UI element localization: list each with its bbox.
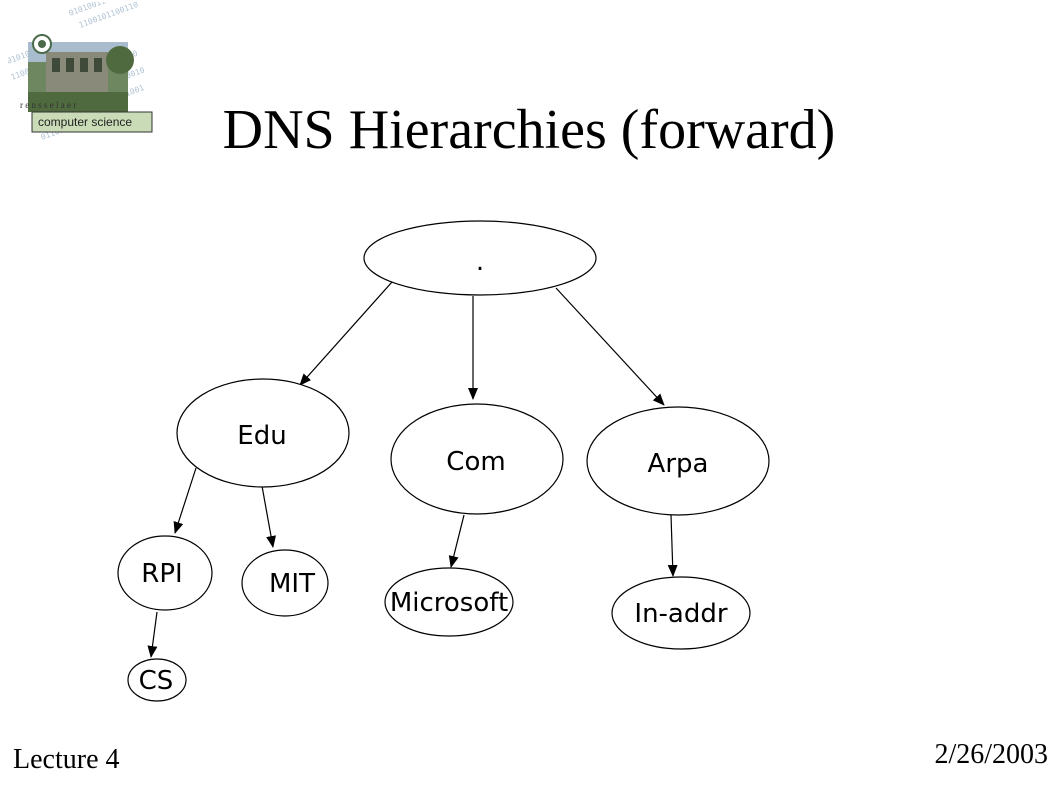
- node-mit-ellipse: [241, 549, 329, 617]
- node-edu-ellipse: [176, 378, 350, 488]
- node-mit-label: MIT: [269, 569, 315, 599]
- edge-edu-rpi: [173, 467, 197, 534]
- node-inaddr-ellipse: [611, 576, 751, 650]
- edge-root-arpa: [555, 287, 665, 406]
- slide-title: DNS Hierarchies (forward): [222, 99, 836, 161]
- edge-com-microsoft: [448, 514, 465, 568]
- node-root: .: [363, 220, 597, 296]
- node-rpi: RPI: [117, 535, 213, 611]
- logo-text-top: r e n s s e l a e r: [20, 100, 76, 110]
- node-cs: CS: [127, 658, 187, 702]
- edge-edu-mit: [261, 485, 276, 548]
- node-cs-label: CS: [139, 666, 174, 696]
- node-edu-label: Edu: [237, 421, 286, 451]
- node-inaddr: In-addr: [611, 576, 751, 650]
- node-arpa-ellipse: [586, 406, 770, 516]
- node-arpa: Arpa: [586, 406, 770, 516]
- node-microsoft-ellipse: [384, 567, 514, 637]
- node-arpa-label: Arpa: [648, 449, 709, 479]
- edge-arpa-inaddr: [667, 514, 678, 577]
- footer-date: 2/26/2003: [934, 739, 1048, 770]
- node-com-label: Com: [446, 447, 505, 477]
- node-inaddr-label: In-addr: [634, 599, 727, 629]
- edge-rpi-cs: [147, 611, 158, 658]
- node-microsoft: Microsoft: [384, 567, 514, 637]
- node-edu: Edu: [176, 378, 350, 488]
- footer-lecture: Lecture 4: [13, 744, 120, 775]
- logo-text-bottom: computer science: [38, 115, 132, 129]
- node-com-ellipse: [390, 403, 564, 515]
- node-root-label: .: [476, 247, 484, 277]
- node-rpi-label: RPI: [141, 559, 182, 589]
- node-rpi-ellipse: [117, 535, 213, 611]
- edge-root-edu: [299, 281, 393, 386]
- node-root-ellipse: [363, 220, 597, 296]
- node-mit: MIT: [241, 549, 329, 617]
- node-microsoft-label: Microsoft: [390, 588, 508, 618]
- node-cs-ellipse: [127, 658, 187, 702]
- node-com: Com: [390, 403, 564, 515]
- rensselaer-cs-logo: 0101001101100101 1100101100110 010101 11…: [8, 2, 153, 142]
